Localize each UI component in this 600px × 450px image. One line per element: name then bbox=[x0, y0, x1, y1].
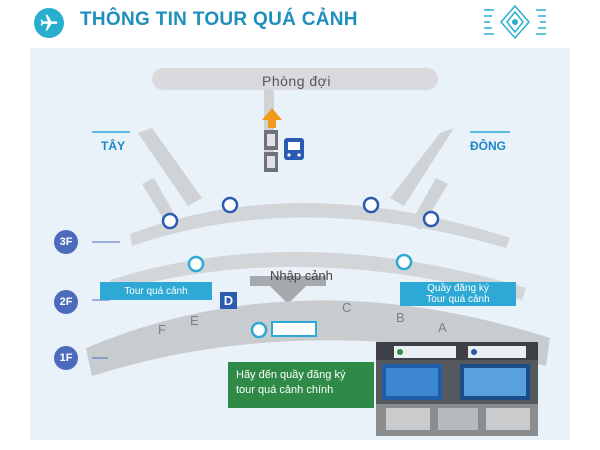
registration-label-line2: Tour quá cảnh bbox=[426, 294, 490, 305]
airplane-icon bbox=[34, 8, 64, 38]
counter-photo bbox=[376, 342, 538, 436]
zone-c: C bbox=[342, 300, 352, 315]
counter-photo-image bbox=[376, 342, 538, 436]
floor-1f-badge: 1F bbox=[54, 346, 78, 370]
east-label: ĐÔNG bbox=[470, 139, 506, 153]
zone-b: B bbox=[396, 310, 405, 325]
terminal-map bbox=[30, 48, 570, 440]
zone-a: A bbox=[438, 320, 447, 335]
zone-d: D bbox=[220, 292, 237, 309]
registration-counter-tag: Quầy đăng ký Tour quá cảnh bbox=[400, 282, 516, 306]
floor-3f-badge: 3F bbox=[54, 230, 78, 254]
registration-label-line1: Quầy đăng ký bbox=[427, 283, 489, 294]
immigration-label: Nhập cảnh bbox=[270, 268, 333, 283]
page-title: THÔNG TIN TOUR QUÁ CẢNH bbox=[80, 9, 358, 30]
west-label: TÂY bbox=[101, 139, 125, 153]
floor-2f-badge: 2F bbox=[54, 290, 78, 314]
instruction-note: Hãy đến quầy đăng ký tour quá cảnh chính bbox=[228, 362, 374, 408]
terminal-diagram bbox=[86, 68, 550, 376]
header: THÔNG TIN TOUR QUÁ CẢNH bbox=[0, 0, 600, 44]
zone-e: E bbox=[190, 313, 199, 328]
decorative-pattern bbox=[484, 4, 546, 40]
zone-f: F bbox=[158, 322, 166, 337]
transit-tour-tag: Tour quá cảnh bbox=[100, 282, 212, 300]
lounge-label: Phòng đợi bbox=[262, 73, 331, 89]
